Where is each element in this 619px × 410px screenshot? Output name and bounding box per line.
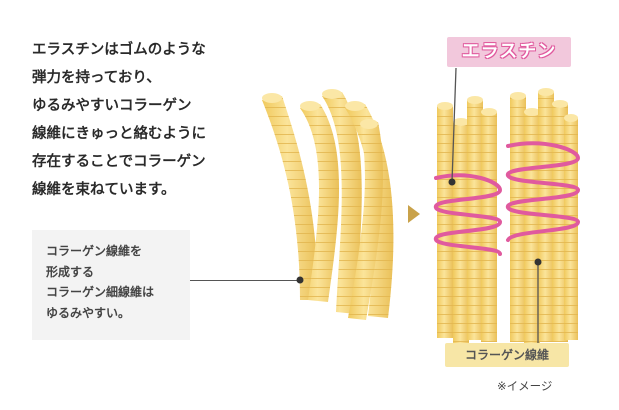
callout-leader-line: [190, 280, 300, 281]
description-line: 線維を束ねています。: [32, 182, 176, 198]
loose-collagen-fibrils: [262, 89, 394, 320]
callout-line: コラーゲン線維を: [46, 244, 143, 258]
callout-line: コラーゲン細線維は: [46, 285, 155, 299]
image-note: ※イメージ: [497, 379, 553, 393]
chevron-right-icon: [408, 205, 420, 223]
description-line: ゆるみやすいコラーゲン: [32, 98, 192, 114]
description-text: エラスチンはゴムのような 弾力を持っており、 ゆるみやすいコラーゲン 線維にきゅ…: [32, 36, 282, 204]
collagen-fiber-label: コラーゲン線維: [445, 343, 569, 367]
elastin-pointer-dot: [448, 178, 456, 186]
elastin-coil-right: [505, 141, 581, 242]
elastin-pointer-line: [451, 67, 457, 183]
elastin-label: エラスチン: [447, 37, 571, 67]
elastin-coil-left: [433, 173, 503, 256]
description-line: 存在することでコラーゲン: [32, 154, 206, 170]
fibril-pointer-dot: [296, 276, 304, 284]
collagen-pointer-dot: [534, 258, 542, 266]
description-line: エラスチンはゴムのような: [32, 42, 206, 58]
loose-fibril-callout: コラーゲン線維を 形成する コラーゲン細線維は ゆるみやすい。: [32, 230, 190, 340]
description-line: 線維にきゅっと絡むように: [32, 126, 206, 142]
description-line: 弾力を持っており、: [32, 70, 161, 86]
callout-line: 形成する: [46, 264, 95, 279]
callout-line: ゆるみやすい。: [46, 305, 131, 320]
collagen-bundle-left: [437, 96, 497, 346]
